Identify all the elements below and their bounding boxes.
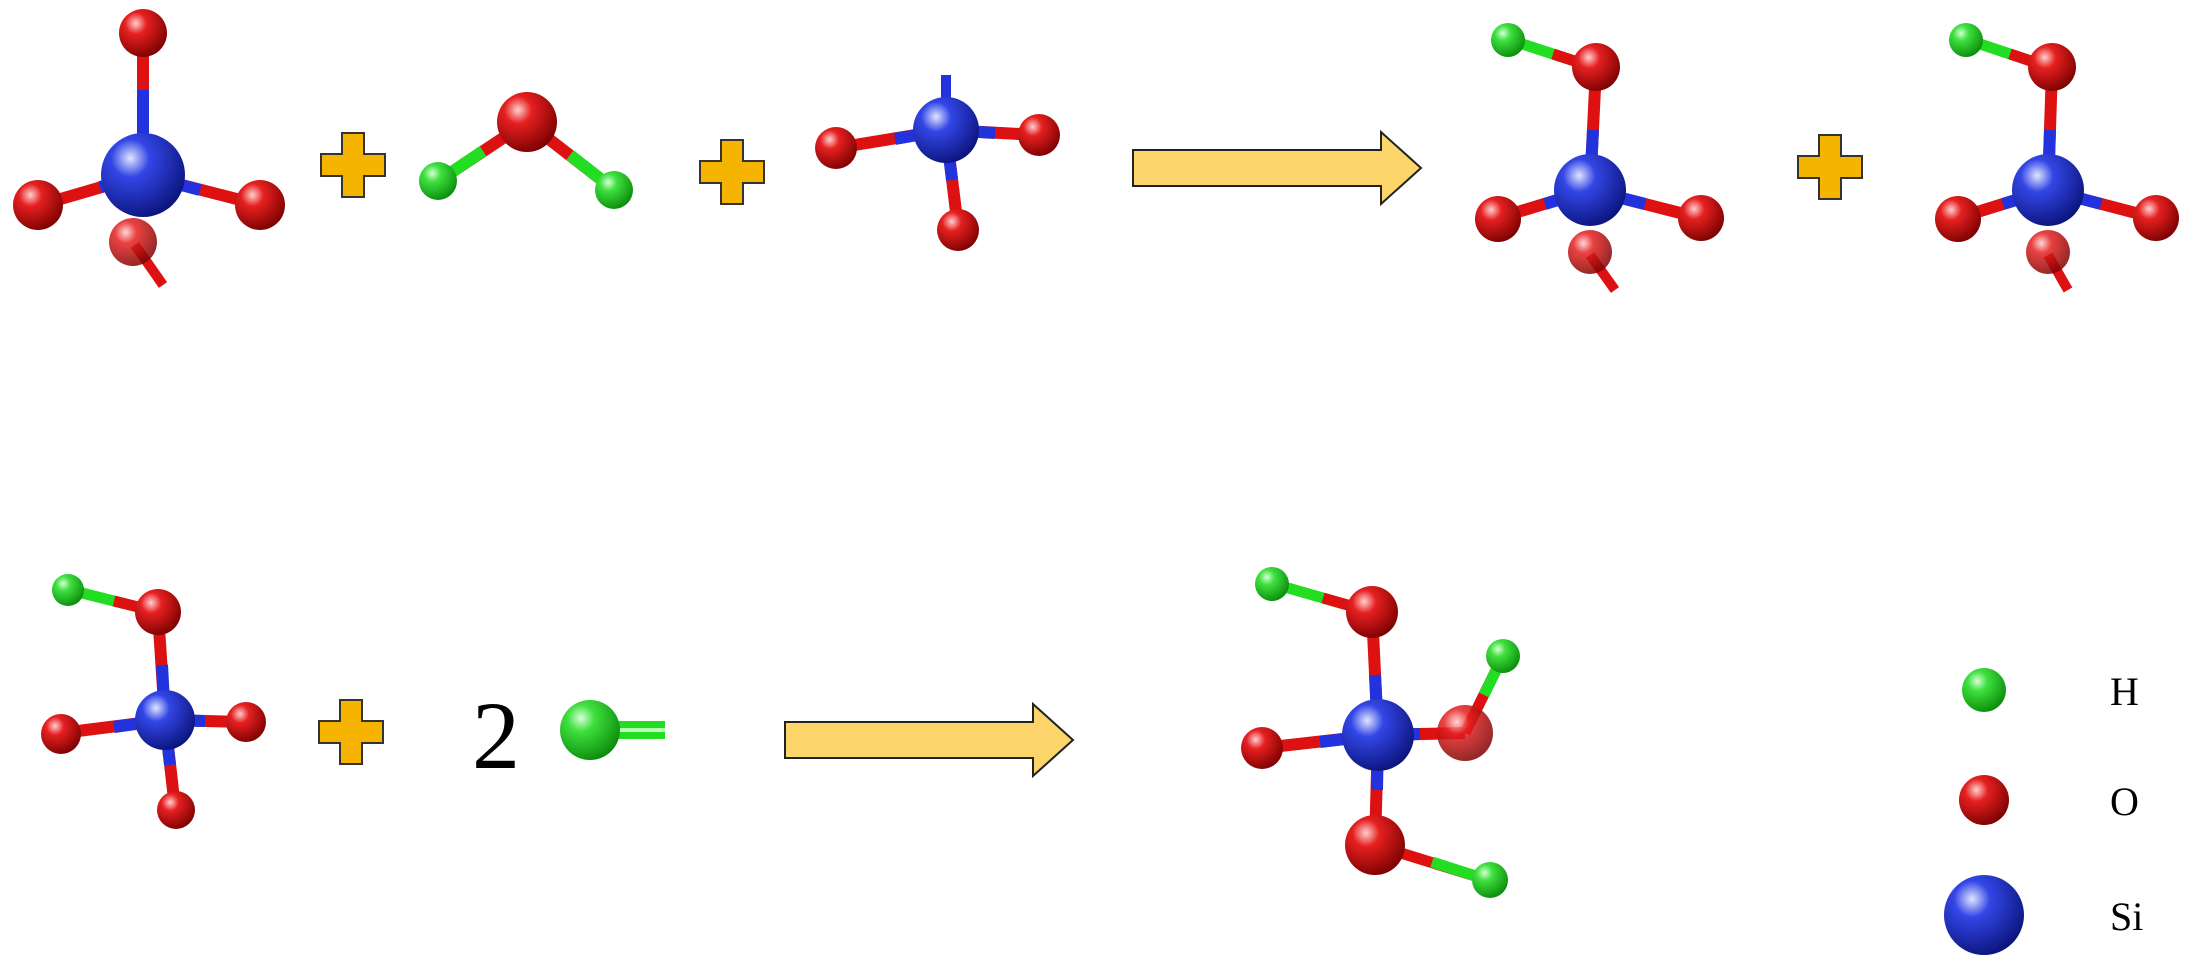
hydrogen-atom — [560, 700, 665, 760]
o-atom-swatch — [1959, 775, 2009, 825]
legend-label-h: H — [2110, 669, 2139, 714]
legend: H O Si — [1944, 668, 2143, 955]
silanol-molecule-2 — [1935, 23, 2179, 293]
reaction-arrow-1 — [1132, 129, 1423, 207]
plus-sign-3 — [1797, 134, 1863, 200]
legend-label-si: Si — [2110, 894, 2143, 939]
legend-item-si: Si — [1944, 875, 2143, 955]
sio4-molecule-1 — [13, 9, 285, 288]
h-atom-swatch — [1962, 668, 2006, 712]
orthosilicic-acid — [1241, 567, 1520, 898]
water-molecule — [419, 92, 633, 209]
reaction-arrow-2 — [784, 701, 1075, 779]
plus-sign-1 — [320, 132, 386, 198]
sio3-fragment — [815, 75, 1060, 251]
plus-sign-2 — [699, 139, 765, 205]
silanol-reactant — [41, 574, 266, 829]
legend-item-h: H — [1962, 668, 2139, 714]
si-atom-swatch — [1944, 875, 2024, 955]
silanol-molecule-1 — [1475, 23, 1724, 293]
legend-label-o: O — [2110, 779, 2139, 824]
coefficient-2: 2 — [472, 682, 520, 789]
legend-item-o: O — [1959, 775, 2139, 825]
plus-sign-4 — [318, 699, 384, 765]
